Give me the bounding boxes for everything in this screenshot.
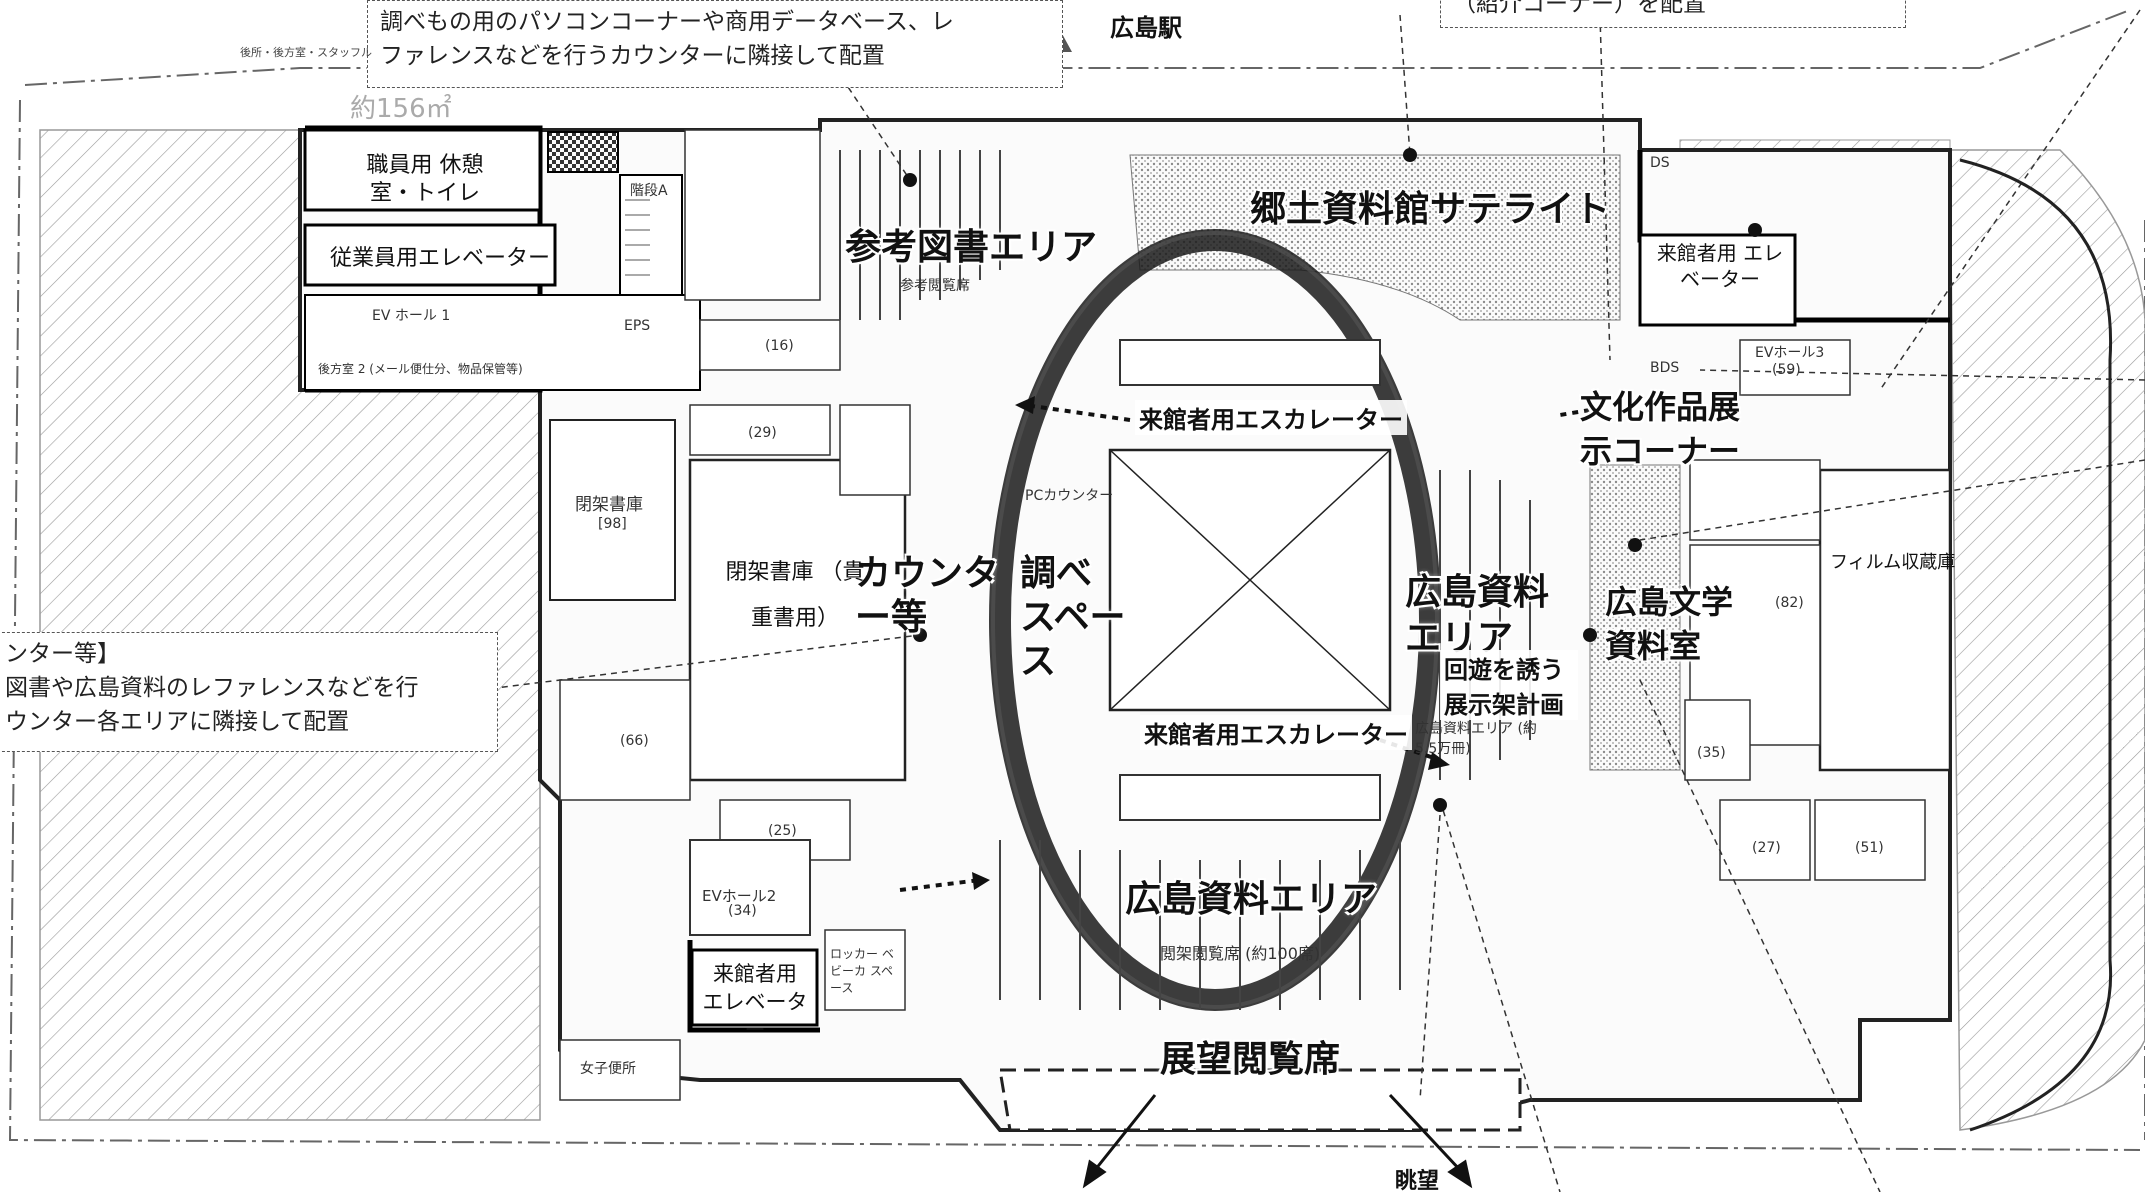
escalator-bottom-label: 来館者用エスカレーター	[1140, 715, 1412, 750]
atrium-oval	[989, 229, 1441, 1011]
escalator-top	[1119, 339, 1381, 386]
hiroshima-books-label: 広島資料エリア (約5.5万冊)	[1415, 721, 1537, 757]
callout-top-left-line-1: 調べもの用のパソコンコーナーや商用データベース、レ	[380, 9, 954, 35]
observation-label: 展望閲覧席	[1160, 1039, 1341, 1080]
storage-25-label: (25)	[768, 823, 797, 839]
bottom-shelves	[999, 840, 1401, 1010]
staff-elevator-room	[303, 223, 557, 287]
film-storage-box	[1818, 468, 1952, 772]
room-34-box	[839, 404, 911, 496]
room-27-box	[1719, 799, 1811, 881]
callout-top-left-line-2: ファレンスなどを行うカウンターに隣接して配置	[380, 43, 885, 69]
ev-hall-2-count-label: (34)	[728, 903, 757, 919]
callout-top-right: （紹介コーナー）を配置	[1440, 0, 1906, 28]
staff-break-room	[303, 128, 542, 212]
room-51-box	[1814, 799, 1926, 881]
ev-hall-1-label: EV ホール 1	[372, 308, 451, 324]
site-boundary	[8, 9, 2145, 1151]
closed-reading-label: 閲架閲覧席 (約100席)	[1160, 944, 1321, 963]
escalator-top-label: 来館者用エスカレーター	[1135, 400, 1407, 435]
observation-strip	[998, 1068, 1522, 1132]
ev-hall-3-count-label: (59)	[1772, 362, 1801, 378]
storage-82-label: (82)	[1775, 595, 1804, 611]
atrium-oval-inner	[991, 231, 1439, 1009]
storage-27-label: (27)	[1752, 840, 1781, 856]
ds-label: DS	[1650, 155, 1670, 171]
visitor-elevator-top-box	[1638, 233, 1797, 327]
location-markers	[903, 148, 1762, 812]
hiroshima-area-bottom-label: 広島資料エリア	[1125, 879, 1378, 920]
ev-hall-1-box	[304, 294, 701, 391]
counter-label: カウンター等	[855, 553, 1000, 638]
right-curved-tower	[1959, 158, 2113, 1132]
closed-stack-valuable-label: 閉架書庫 （貴重書用）	[725, 560, 865, 631]
closed-stack-small-label: 閉架書庫	[575, 495, 643, 515]
storage-16-label: (16)	[765, 338, 794, 354]
closed-stack-small-box	[549, 419, 676, 601]
callout-top-left: 調べもの用のパソコンコーナーや商用データベース、レ ファレンスなどを行うカウンタ…	[367, 0, 1063, 88]
room-66-box	[559, 679, 691, 801]
locker-label: ロッカー ベビーカ スペース	[830, 947, 894, 995]
fire-room-16	[699, 319, 841, 371]
closed-stack-count-label: [98]	[598, 516, 627, 532]
area-156-label: 約156㎡	[350, 94, 452, 124]
equipment-room-top	[684, 129, 821, 301]
dark-shaft	[547, 131, 619, 173]
station-label: 広島駅	[1110, 14, 1182, 42]
tour-display-label: 回遊を誘う展示架計画	[1440, 650, 1578, 720]
toilet-bottom-box	[559, 1039, 681, 1101]
film-storage-label: フィルム収蔵庫	[1830, 552, 1956, 573]
literature-room-shaded	[1589, 464, 1681, 771]
ev-hall-3-box	[1739, 339, 1851, 396]
ev-hall-2-box	[689, 839, 811, 936]
right-hatched-zone	[1949, 149, 2145, 1131]
flow-arrows	[899, 403, 1591, 892]
ev-hall-3-label: EVホール3	[1755, 345, 1825, 361]
storage-29-label: (29)	[748, 425, 777, 441]
storage-35-label: (35)	[1697, 745, 1726, 761]
staff-elevator-label: 従業員用エレベーター	[330, 246, 551, 271]
satellite-label: 郷土資料館サテライト	[1250, 189, 1611, 230]
escalator-bottom	[1119, 774, 1381, 821]
visitor-elevator-bottom-box	[690, 948, 819, 1027]
callout-top-right-line: （紹介コーナー）を配置	[1453, 0, 1706, 17]
pc-counter-label: PCカウンター	[1025, 488, 1114, 504]
callout-left-line-2: 図書や広島資料のレファレンスなどを行	[5, 675, 419, 701]
reference-seats-label: 参考閲覧席	[900, 278, 970, 294]
room-29-box	[689, 404, 831, 456]
view-arrows	[1082, 1093, 1473, 1189]
back-room-label: 後方室 2 (メール便仕分、物品保管等)	[318, 362, 523, 376]
culture-corner-label: 文化作品展示コーナー	[1580, 388, 1741, 470]
staircase-a-label: 階段A	[630, 183, 668, 199]
storage-66-label: (66)	[620, 733, 649, 749]
callout-left-line-3: ウンター各エリアに隣接して配置	[5, 709, 350, 735]
toilet-bottom-label: 女子便所	[580, 1061, 636, 1077]
research-space-label: 調べ スペース	[1020, 553, 1126, 682]
locker-box	[824, 929, 906, 1011]
visitor-elevator-top-label: 来館者用 エレベーター	[1656, 241, 1784, 291]
staff-break-label: 職員用 休憩室・トイレ	[366, 153, 484, 206]
reference-area-label: 参考図書エリア	[845, 227, 1098, 268]
arrow-heads	[972, 396, 1450, 890]
hiroshima-area-right-label: 広島資料エリア	[1405, 572, 1550, 659]
staff-small-label: 後所・後方室・スタッフル	[240, 46, 372, 59]
room-35-box	[1684, 699, 1751, 781]
visitor-elevator-bottom-label: 来館者用 エレベーター	[702, 962, 808, 1042]
void-diagonal-2	[1109, 449, 1391, 711]
bds-label: BDS	[1650, 360, 1680, 376]
av-room-box	[1689, 459, 1821, 541]
reference-shelves	[839, 150, 1001, 320]
callout-left: ンター等】 図書や広島資料のレファレンスなどを行 ウンター各エリアに隣接して配置	[0, 632, 498, 752]
stair-treads	[625, 199, 650, 276]
ev-hall-2-label: EVホール2	[702, 887, 777, 905]
callout-left-line-1: ンター等】	[5, 641, 120, 667]
view-label: 眺望	[1395, 1169, 1440, 1194]
eps-label: EPS	[624, 318, 651, 334]
literature-room-label: 広島文学資料室	[1605, 583, 1734, 665]
closed-stack-valuable-box	[688, 458, 907, 782]
storage-51-label: (51)	[1855, 840, 1884, 856]
